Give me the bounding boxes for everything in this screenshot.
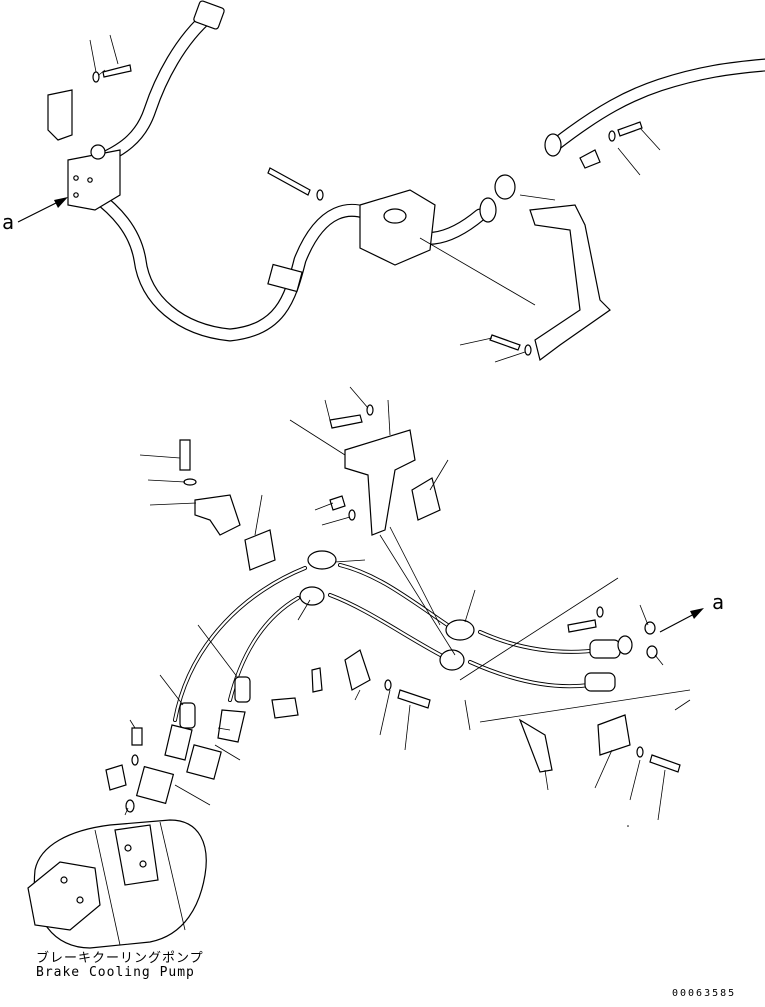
pump-flange xyxy=(135,765,175,805)
hose-fitting xyxy=(439,649,465,671)
clamp xyxy=(344,649,371,691)
flange xyxy=(617,635,633,655)
port-cap xyxy=(90,144,106,160)
clamp xyxy=(411,477,441,521)
washer xyxy=(608,130,616,142)
drawing-number: 00063585 xyxy=(672,988,737,999)
flange-half xyxy=(579,149,601,169)
pipe-clamp xyxy=(267,263,303,293)
pump-port-flange xyxy=(114,824,159,886)
washer xyxy=(348,509,356,521)
o-ring xyxy=(494,174,516,200)
mounting-bracket-left xyxy=(47,89,73,141)
clamp-bracket xyxy=(194,494,241,536)
washer xyxy=(366,404,374,416)
hose-fitting xyxy=(307,550,337,570)
bolt xyxy=(131,727,143,746)
brake-cooling-pump xyxy=(27,819,207,949)
junction-block-center xyxy=(359,189,436,266)
elbow-fitting xyxy=(217,709,246,743)
reference-mark-right: a xyxy=(712,590,725,614)
clamp xyxy=(597,714,631,756)
upper-pipe-assembly xyxy=(17,0,765,363)
split-flange xyxy=(544,133,562,157)
bolt xyxy=(179,439,191,471)
elbow-fitting xyxy=(179,702,196,729)
bolt xyxy=(329,414,363,429)
washer xyxy=(316,189,324,201)
washer xyxy=(183,478,197,486)
long-bolt xyxy=(267,167,311,196)
bolt xyxy=(649,754,681,773)
component-caption-japanese: ブレーキクーリングポンプ xyxy=(36,951,204,966)
hose-fitting xyxy=(589,639,621,659)
bolt xyxy=(489,334,521,351)
pump-flange xyxy=(186,744,222,780)
hose-fitting xyxy=(584,672,616,692)
washer xyxy=(636,746,644,758)
hose-fitting xyxy=(445,619,475,641)
bolt xyxy=(397,689,431,709)
bolt xyxy=(102,64,132,78)
bolt xyxy=(567,619,597,633)
reference-mark-top: a xyxy=(2,210,15,234)
washer xyxy=(384,679,392,691)
lower-hose-assembly xyxy=(27,386,704,949)
nut xyxy=(329,495,346,511)
washer xyxy=(596,606,604,618)
elbow-fitting xyxy=(164,724,193,761)
o-ring xyxy=(644,621,656,635)
bolt xyxy=(311,667,323,693)
flange-half xyxy=(105,764,127,791)
washer xyxy=(131,754,139,766)
elbow-fitting xyxy=(234,676,251,703)
component-caption-english: Brake Cooling Pump xyxy=(36,965,195,980)
washer xyxy=(92,71,100,83)
pipe-flange xyxy=(479,197,497,223)
hose-bracket xyxy=(344,429,416,536)
junction-block-left xyxy=(67,149,121,211)
washer xyxy=(524,344,532,356)
o-ring xyxy=(646,645,658,659)
u-clamp xyxy=(518,718,553,773)
clamp xyxy=(244,529,276,571)
support-bracket xyxy=(529,204,611,362)
split-flange xyxy=(271,697,299,719)
pump-end-plate xyxy=(27,861,101,931)
hose-fitting xyxy=(299,586,325,606)
bolt xyxy=(617,121,643,137)
top-flange xyxy=(193,0,225,30)
